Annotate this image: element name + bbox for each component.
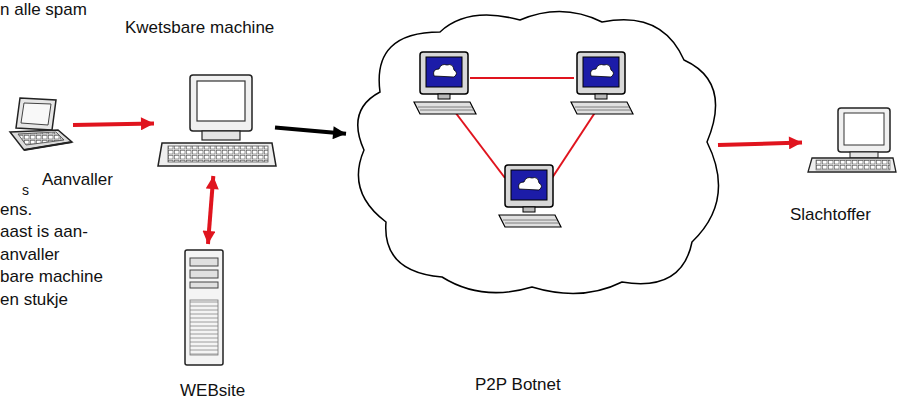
desktop-icon [158, 75, 276, 166]
node-label: Aanvaller [42, 170, 113, 190]
text-fragment: n alle spam [0, 0, 87, 20]
arrow-connector [718, 142, 802, 145]
victim-computer: Slachtoffer [808, 108, 896, 174]
text-fragment: anvaller [0, 245, 60, 265]
server-icon [185, 250, 223, 365]
node-label: Slachtoffer [790, 205, 871, 225]
node-label: P2P Botnet [475, 375, 561, 395]
botnet-cloud [358, 11, 719, 293]
web-server: WEBsite [183, 250, 223, 365]
bot-computer [499, 165, 561, 227]
bot-computer [571, 52, 633, 114]
text-fragment: bare machine [0, 267, 103, 287]
text-fragment: aast is aan- [0, 222, 88, 242]
vulnerable-machine: Kwetsbare machine [160, 75, 275, 170]
arrow-connector [275, 128, 346, 134]
laptop-icon [10, 98, 72, 150]
botnet-links [452, 78, 598, 178]
text-fragment: s [22, 180, 29, 200]
text-fragment: ens. [0, 200, 32, 220]
arrow-connector [73, 124, 154, 125]
text-fragment: en stukje [0, 290, 68, 310]
node-label: Kwetsbare machine [125, 18, 274, 38]
desktop-icon [808, 108, 896, 172]
node-label: WEBsite [180, 381, 245, 401]
attacker-laptop: Aanvaller [8, 98, 73, 153]
botnet-cloud-node: P2P Botnet [352, 8, 718, 293]
bot-computer [414, 52, 476, 114]
arrow-connector [208, 176, 213, 244]
